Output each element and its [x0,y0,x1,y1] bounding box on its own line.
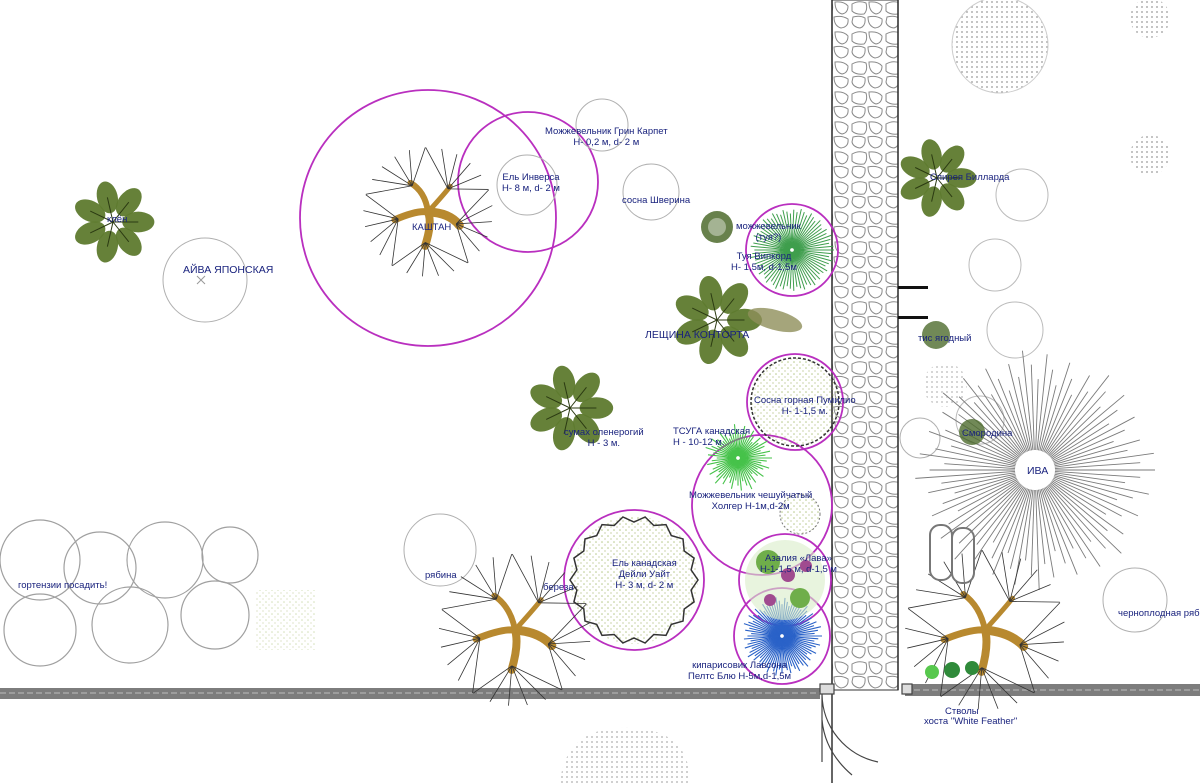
pumilio-crown [750,357,840,447]
label-azalia: Азалия «Лава»H-1-1,5 м, d-1,5 м [760,553,837,575]
label-sosna-shverina: сосна Шверина [622,195,691,206]
gate [819,683,913,776]
spruce-crown [569,516,699,644]
label-aiva: АЙВА ЯПОНСКАЯ [183,264,274,276]
tis-shrub [922,321,985,445]
label-bereza: береза [543,582,574,593]
stone-path [831,0,899,783]
holger-crown [779,493,821,535]
hosta-plants [925,661,979,679]
grey-bushes [560,0,1170,783]
label-ryabina: рябина [425,570,457,581]
label-leshchina: ЛЕЩИНА КОНТОРТА [645,329,750,341]
tsuga-burst [705,424,772,491]
ground-cover [255,590,315,650]
grey-shrubs [162,98,1168,633]
label-gortenzii: гортензии посадить! [18,580,108,591]
garden-furniture [898,286,975,584]
crown-circles [299,89,844,685]
tree-trunks [363,147,1065,710]
fence [0,684,1200,699]
label-klen: клён [107,214,128,225]
tuya-vipkord-burst [750,208,834,291]
label-mozh-tuya: можжевельник(туя?) [736,221,801,243]
label-smorodina: Смородина [962,428,1013,439]
iva-burst [915,350,1155,590]
hydrangea-group [0,519,259,667]
label-chernoplodnaya: черноплодная рябина [1118,608,1200,619]
label-kashtan: КАШТАН [412,222,452,233]
label-hosta: хоста "White Feather" [924,716,1018,727]
azalea [745,540,825,620]
label-tis: тис ягодный [918,333,972,344]
label-stvola: Стволы [945,706,979,717]
label-spireya: Спирея Билларда [930,172,1010,183]
label-iva: ИВА [1027,465,1049,477]
leaf-trees [75,139,977,451]
juniper-small [701,211,733,243]
